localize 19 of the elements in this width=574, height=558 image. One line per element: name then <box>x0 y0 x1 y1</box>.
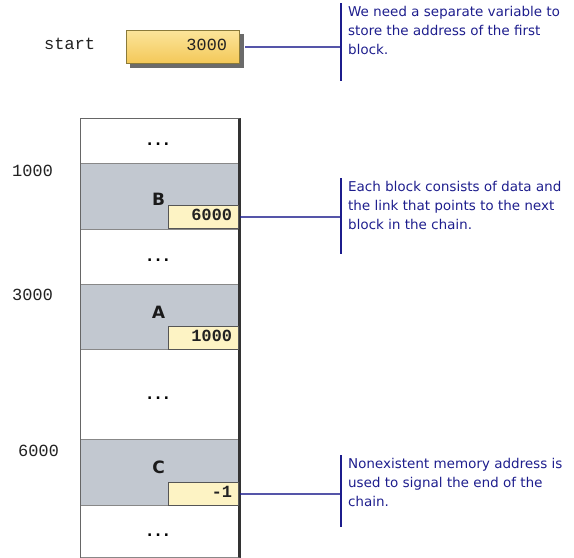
address-label: 1000 <box>12 163 53 182</box>
memory-block <box>81 164 238 230</box>
leader-line <box>245 46 340 48</box>
link-field: -1 <box>168 482 239 506</box>
address-label: 3000 <box>12 287 53 306</box>
memory-block <box>81 440 238 506</box>
leader-line <box>240 216 340 218</box>
memory-block <box>81 285 238 350</box>
annotation-note: We need a separate variable to store the address of the first block. <box>340 3 570 81</box>
annotation-note: Nonexistent memory address is used to signal the end of the chain. <box>340 455 570 527</box>
annotation-note: Each block consists of data and the link that points to the next block in the chain. <box>340 178 574 254</box>
link-field: 6000 <box>168 205 239 229</box>
leader-line <box>240 493 340 495</box>
block-letter: A <box>152 303 166 323</box>
block-letter: C <box>152 458 165 478</box>
variable-name: start <box>44 36 96 55</box>
link-field: 1000 <box>168 326 239 350</box>
block-letter: B <box>152 190 165 210</box>
address-label: 6000 <box>18 443 59 462</box>
